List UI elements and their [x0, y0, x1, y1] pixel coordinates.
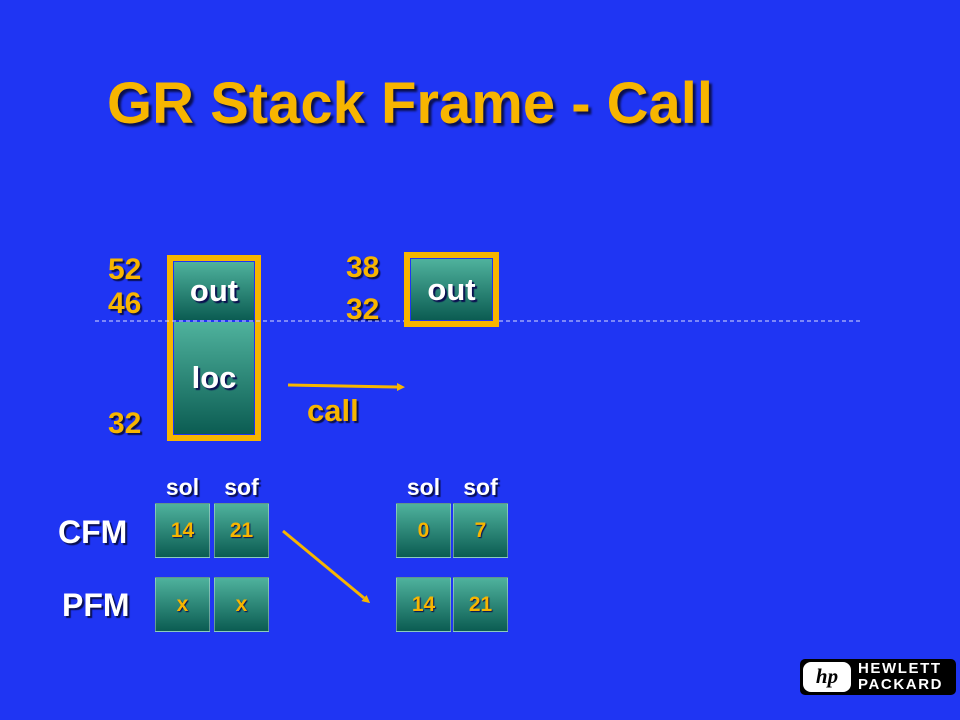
before-pfm-sof-cell: x: [214, 577, 269, 632]
hewlett-packard-logo: hp HEWLETT PACKARD: [800, 659, 956, 695]
before-loc-section: loc: [174, 322, 254, 434]
cfm-row-label: CFM: [58, 514, 128, 550]
before-sof-header: sof: [224, 474, 259, 500]
after-sol-header: sol: [406, 474, 441, 500]
before-register-label-bottom: 32: [108, 407, 142, 440]
before-out-section: out: [174, 262, 254, 320]
before-sol-header: sol: [165, 474, 200, 500]
logo-text-packard: PACKARD: [858, 676, 944, 693]
after-pfm-sol-cell: 14: [396, 577, 451, 632]
before-cfm-sof-cell: 21: [214, 503, 269, 558]
slide-title: GR Stack Frame - Call: [107, 71, 713, 136]
after-register-label-bottom: 32: [346, 293, 380, 326]
before-cfm-sol-cell: 14: [155, 503, 210, 558]
after-out-section: out: [411, 259, 492, 320]
before-pfm-sol-cell: x: [155, 577, 210, 632]
cfm-to-pfm-arrow: [282, 529, 371, 604]
after-sof-header: sof: [463, 474, 498, 500]
before-stack-frame: out loc: [167, 255, 261, 441]
after-register-label-top: 38: [346, 251, 380, 284]
pfm-row-label: PFM: [62, 587, 130, 623]
logo-text-hewlett: HEWLETT: [858, 660, 942, 677]
after-cfm-sof-cell: 7: [453, 503, 508, 558]
call-arrow: [287, 383, 405, 391]
call-label: call: [307, 393, 359, 428]
after-cfm-sol-cell: 0: [396, 503, 451, 558]
before-register-label-top: 52: [108, 253, 142, 286]
after-pfm-sof-cell: 21: [453, 577, 508, 632]
before-register-label-mid: 46: [108, 287, 142, 320]
after-stack-frame: out: [404, 252, 499, 327]
hp-logo-mark: hp: [803, 662, 851, 692]
